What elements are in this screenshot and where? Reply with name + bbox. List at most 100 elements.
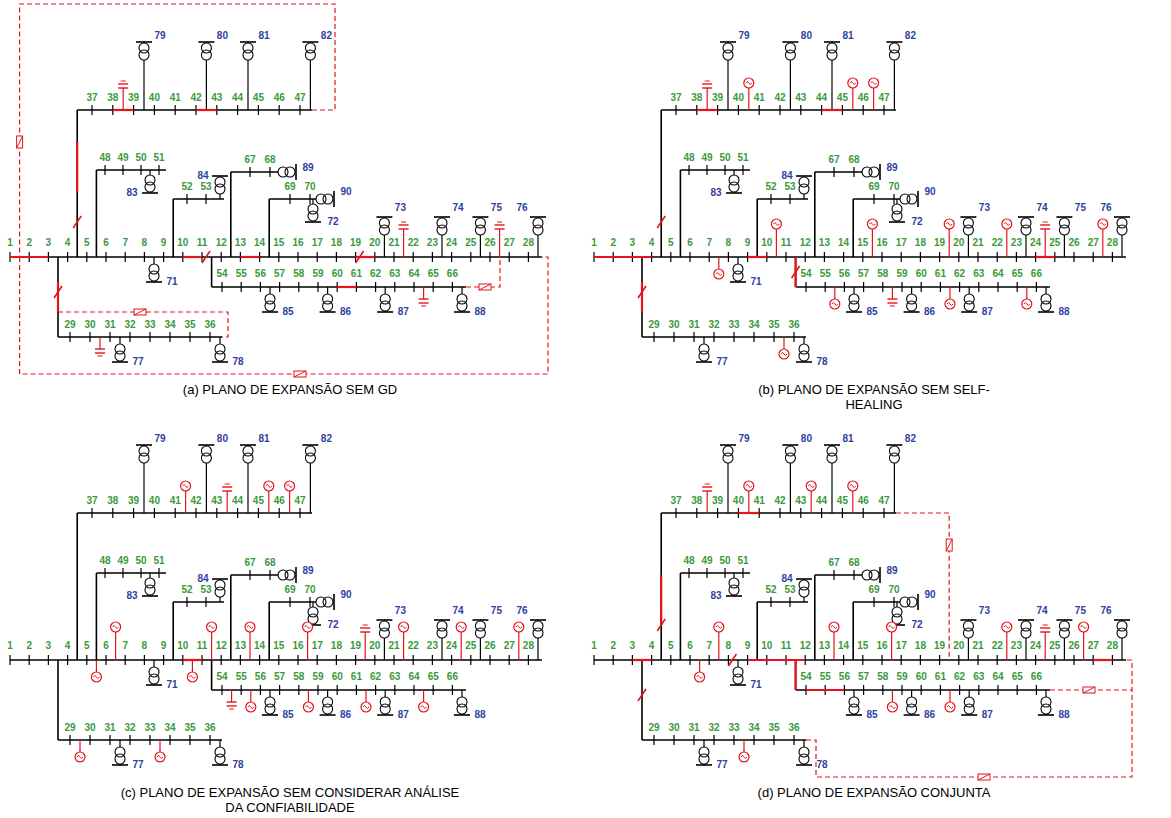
transformer-symbol <box>964 704 974 714</box>
new-line-section <box>240 256 259 258</box>
transformer-symbol <box>475 621 485 631</box>
bus-number: 63 <box>389 671 400 683</box>
dg-lead <box>718 632 719 660</box>
bus-bar <box>298 685 299 695</box>
dg-lead <box>748 491 749 513</box>
new-line-section <box>632 659 651 661</box>
bus-number: 60 <box>916 671 927 683</box>
bus-number: 29 <box>648 722 659 734</box>
generator-tilde <box>716 273 722 276</box>
bus-bar <box>873 597 874 607</box>
tie-switch <box>1083 687 1095 693</box>
capacitor-lead <box>403 229 404 257</box>
load-bar <box>1038 714 1054 716</box>
transformer-symbol <box>437 218 447 228</box>
transformer-lead <box>206 463 207 513</box>
bus-number: 37 <box>86 92 97 104</box>
generator-tilde <box>113 626 119 629</box>
bus-bar <box>709 252 710 262</box>
bus-number: 20 <box>953 237 964 249</box>
generator-symbol <box>945 299 955 309</box>
transformer-lead <box>537 638 538 660</box>
tie-switch <box>17 136 23 148</box>
bus-bar <box>149 735 150 745</box>
bus-bar <box>129 332 130 342</box>
bus-bar <box>977 252 978 262</box>
bus-number: 25 <box>1049 237 1060 249</box>
bus-bar <box>48 655 49 665</box>
bus-number: 62 <box>954 268 965 280</box>
load-bar <box>886 444 902 446</box>
feeder-line <box>230 575 232 660</box>
bus-bar <box>724 165 725 175</box>
load-bar <box>320 714 336 716</box>
transformer-lead <box>327 690 328 697</box>
bus-number: 69 <box>868 181 879 193</box>
transformer-number: 84 <box>197 573 208 585</box>
bus-bar <box>770 194 771 204</box>
load-bar <box>1114 216 1130 218</box>
bus-number: 14 <box>254 640 265 652</box>
bus-bar <box>269 570 270 580</box>
bus-number: 61 <box>351 671 362 683</box>
transformer-symbol <box>457 301 467 311</box>
transformer-symbol <box>849 704 859 714</box>
bus-number: 1 <box>591 237 597 249</box>
bus-number: 58 <box>293 671 304 683</box>
load-bar <box>212 361 228 363</box>
feeder-line <box>96 572 166 574</box>
bus-number: 37 <box>670 92 681 104</box>
load-bar <box>472 619 488 621</box>
bus-number: 48 <box>683 555 694 567</box>
transformer-lead <box>911 690 912 697</box>
bus-bar <box>773 735 774 745</box>
bus-bar <box>105 252 106 262</box>
transformer-symbol <box>907 194 917 204</box>
bus-number: 12 <box>216 237 227 249</box>
transformer-number: 74 <box>452 605 463 617</box>
bus-bar <box>939 655 940 665</box>
dg-lead <box>699 660 700 672</box>
bus-number: 5 <box>84 640 90 652</box>
transformer-lead <box>1025 638 1026 660</box>
bus-number: 3 <box>630 640 636 652</box>
generator-symbol <box>869 78 879 88</box>
feeder-line <box>680 572 750 574</box>
generator-tilde <box>871 82 877 85</box>
generator-tilde <box>741 756 747 759</box>
generator-tilde <box>716 626 722 629</box>
transformer-lead <box>461 690 462 697</box>
load-bar <box>720 41 736 43</box>
bus-bar <box>825 282 826 292</box>
dg-lead <box>776 229 777 257</box>
bus-number: 14 <box>838 237 849 249</box>
bus-number: 28 <box>1107 640 1118 652</box>
transformer-number: 77 <box>132 759 143 771</box>
transformer-symbol <box>139 446 149 456</box>
transformer-number: 90 <box>924 186 935 198</box>
bus-bar <box>432 252 433 262</box>
bus-number: 50 <box>719 152 730 164</box>
bus-number: 32 <box>708 319 719 331</box>
transformer-symbol <box>145 585 155 595</box>
dg-lead <box>891 632 892 660</box>
bus-number: 35 <box>768 319 779 331</box>
bus-number: 53 <box>200 181 211 193</box>
bus-bar <box>733 735 734 745</box>
transformer-symbol <box>963 621 973 631</box>
bus-number: 4 <box>649 237 655 249</box>
bus-bar <box>413 685 414 695</box>
bus-bar <box>882 282 883 292</box>
bus-bar <box>509 655 510 665</box>
bus-number: 2 <box>610 237 616 249</box>
bus-bar <box>862 252 863 262</box>
bus-number: 65 <box>1012 268 1023 280</box>
bus-bar <box>375 282 376 292</box>
transformer-number: 87 <box>398 306 409 318</box>
bus-number: 13 <box>235 640 246 652</box>
transformer-number: 73 <box>979 605 990 617</box>
dg-lead <box>783 337 784 349</box>
bus-number: 23 <box>1011 237 1022 249</box>
transformer-symbol <box>215 177 225 187</box>
bus-bar <box>260 282 261 292</box>
